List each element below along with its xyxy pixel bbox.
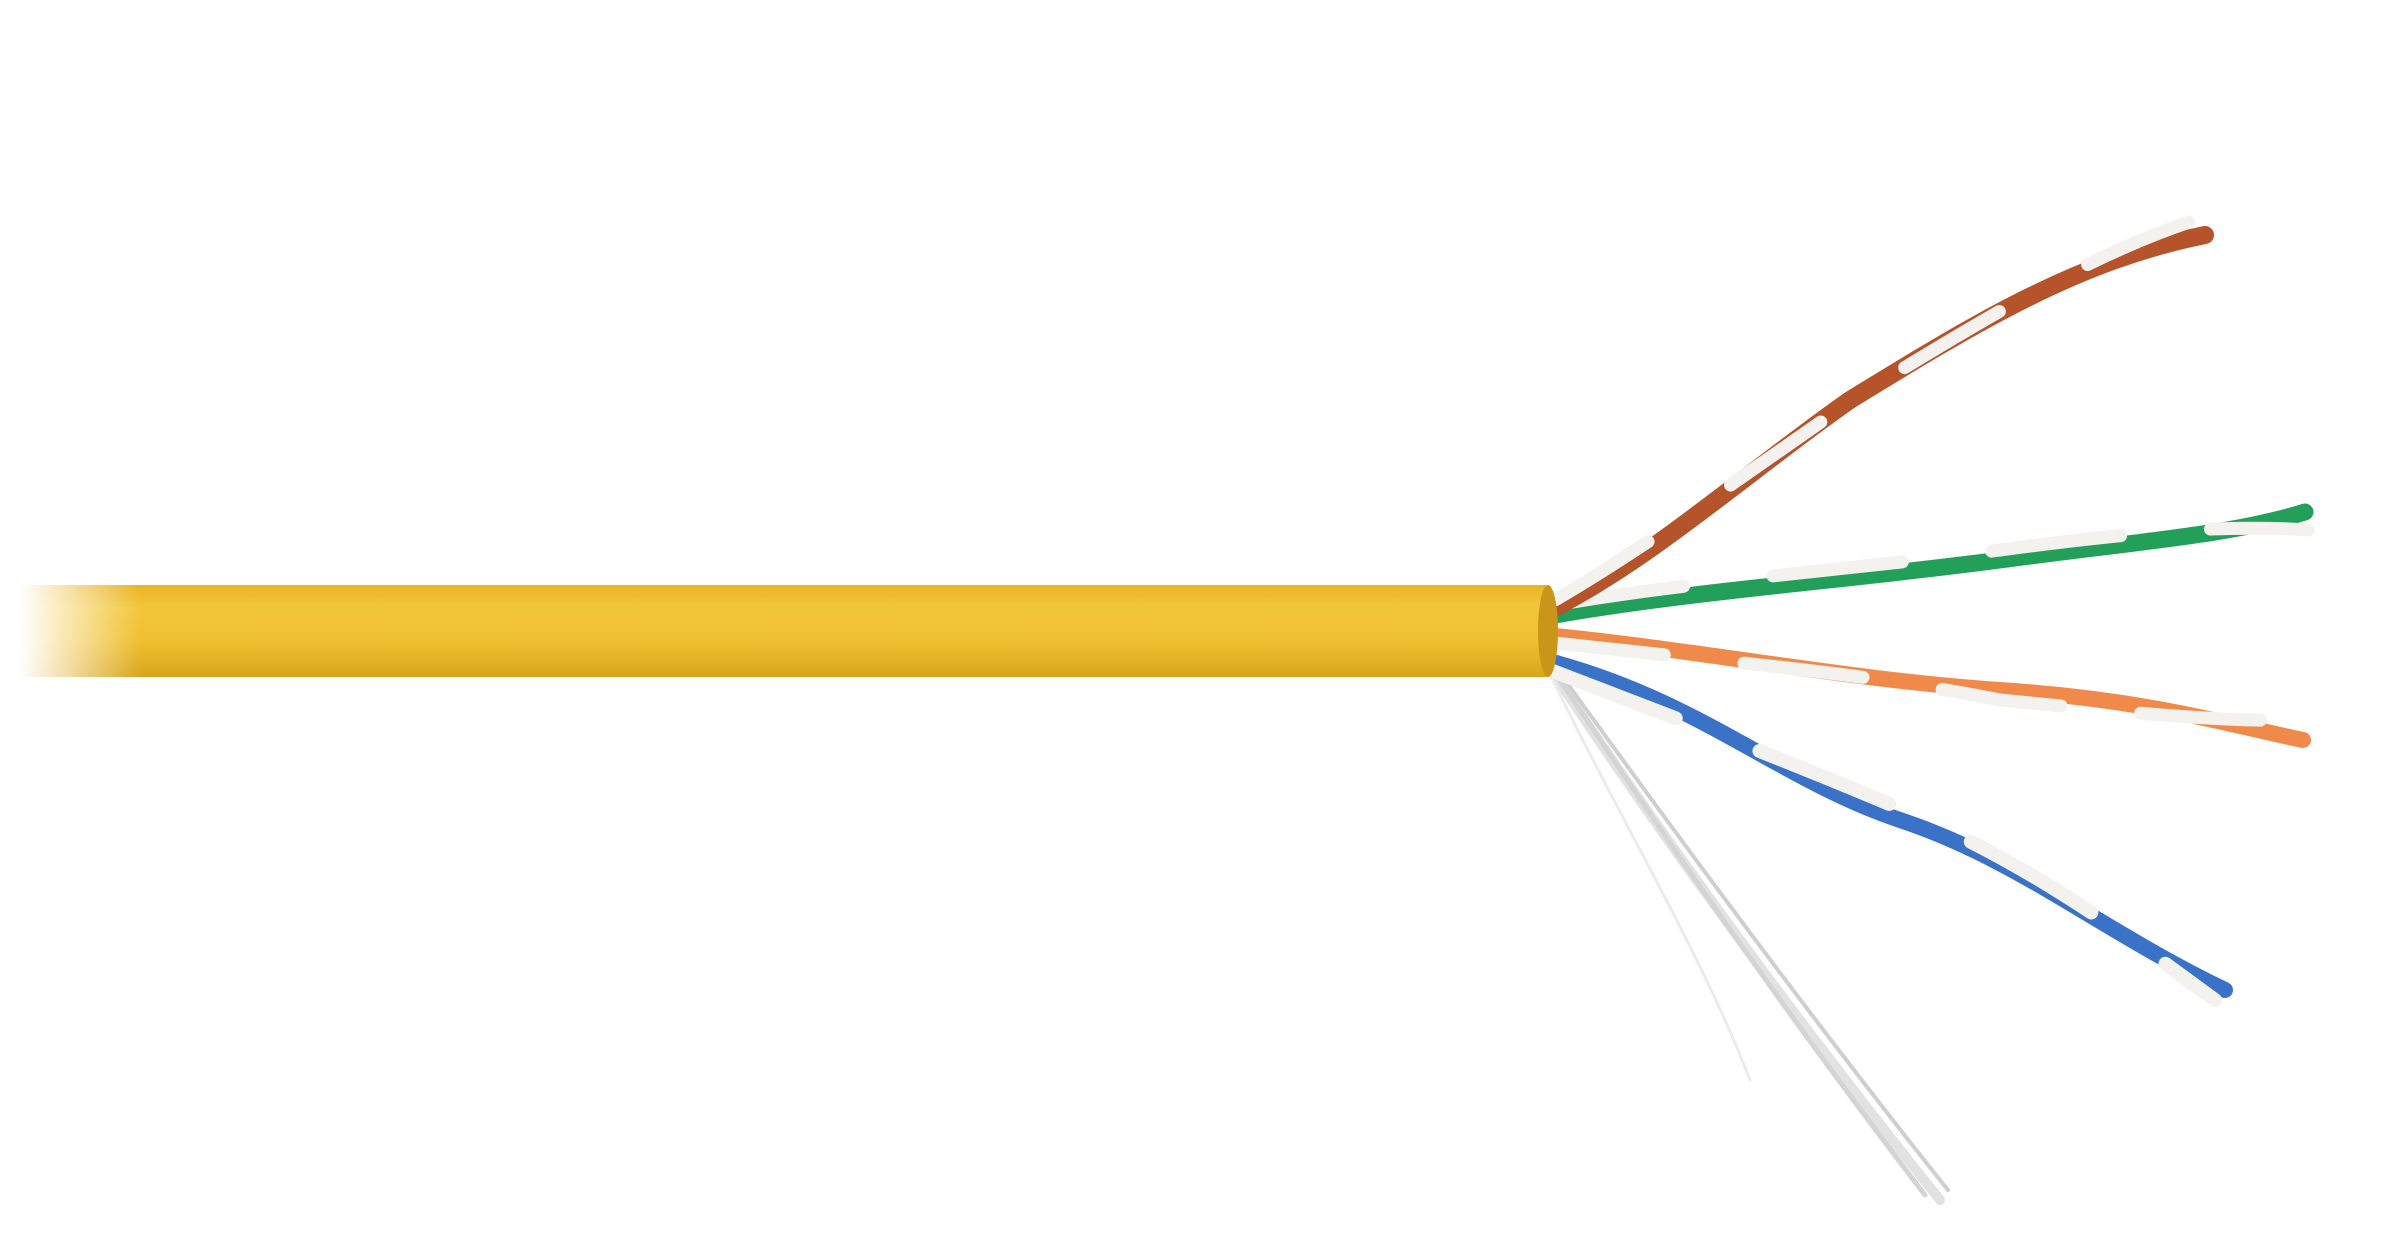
ripcord-fibers — [1540, 655, 1950, 1205]
cable-jacket — [20, 585, 1558, 677]
blue-wire-pair — [1537, 652, 2233, 1007]
brown-wire-pair — [1541, 213, 2214, 619]
green-wire-pair — [1546, 503, 2315, 624]
orange-wire-pair — [1537, 627, 2311, 748]
